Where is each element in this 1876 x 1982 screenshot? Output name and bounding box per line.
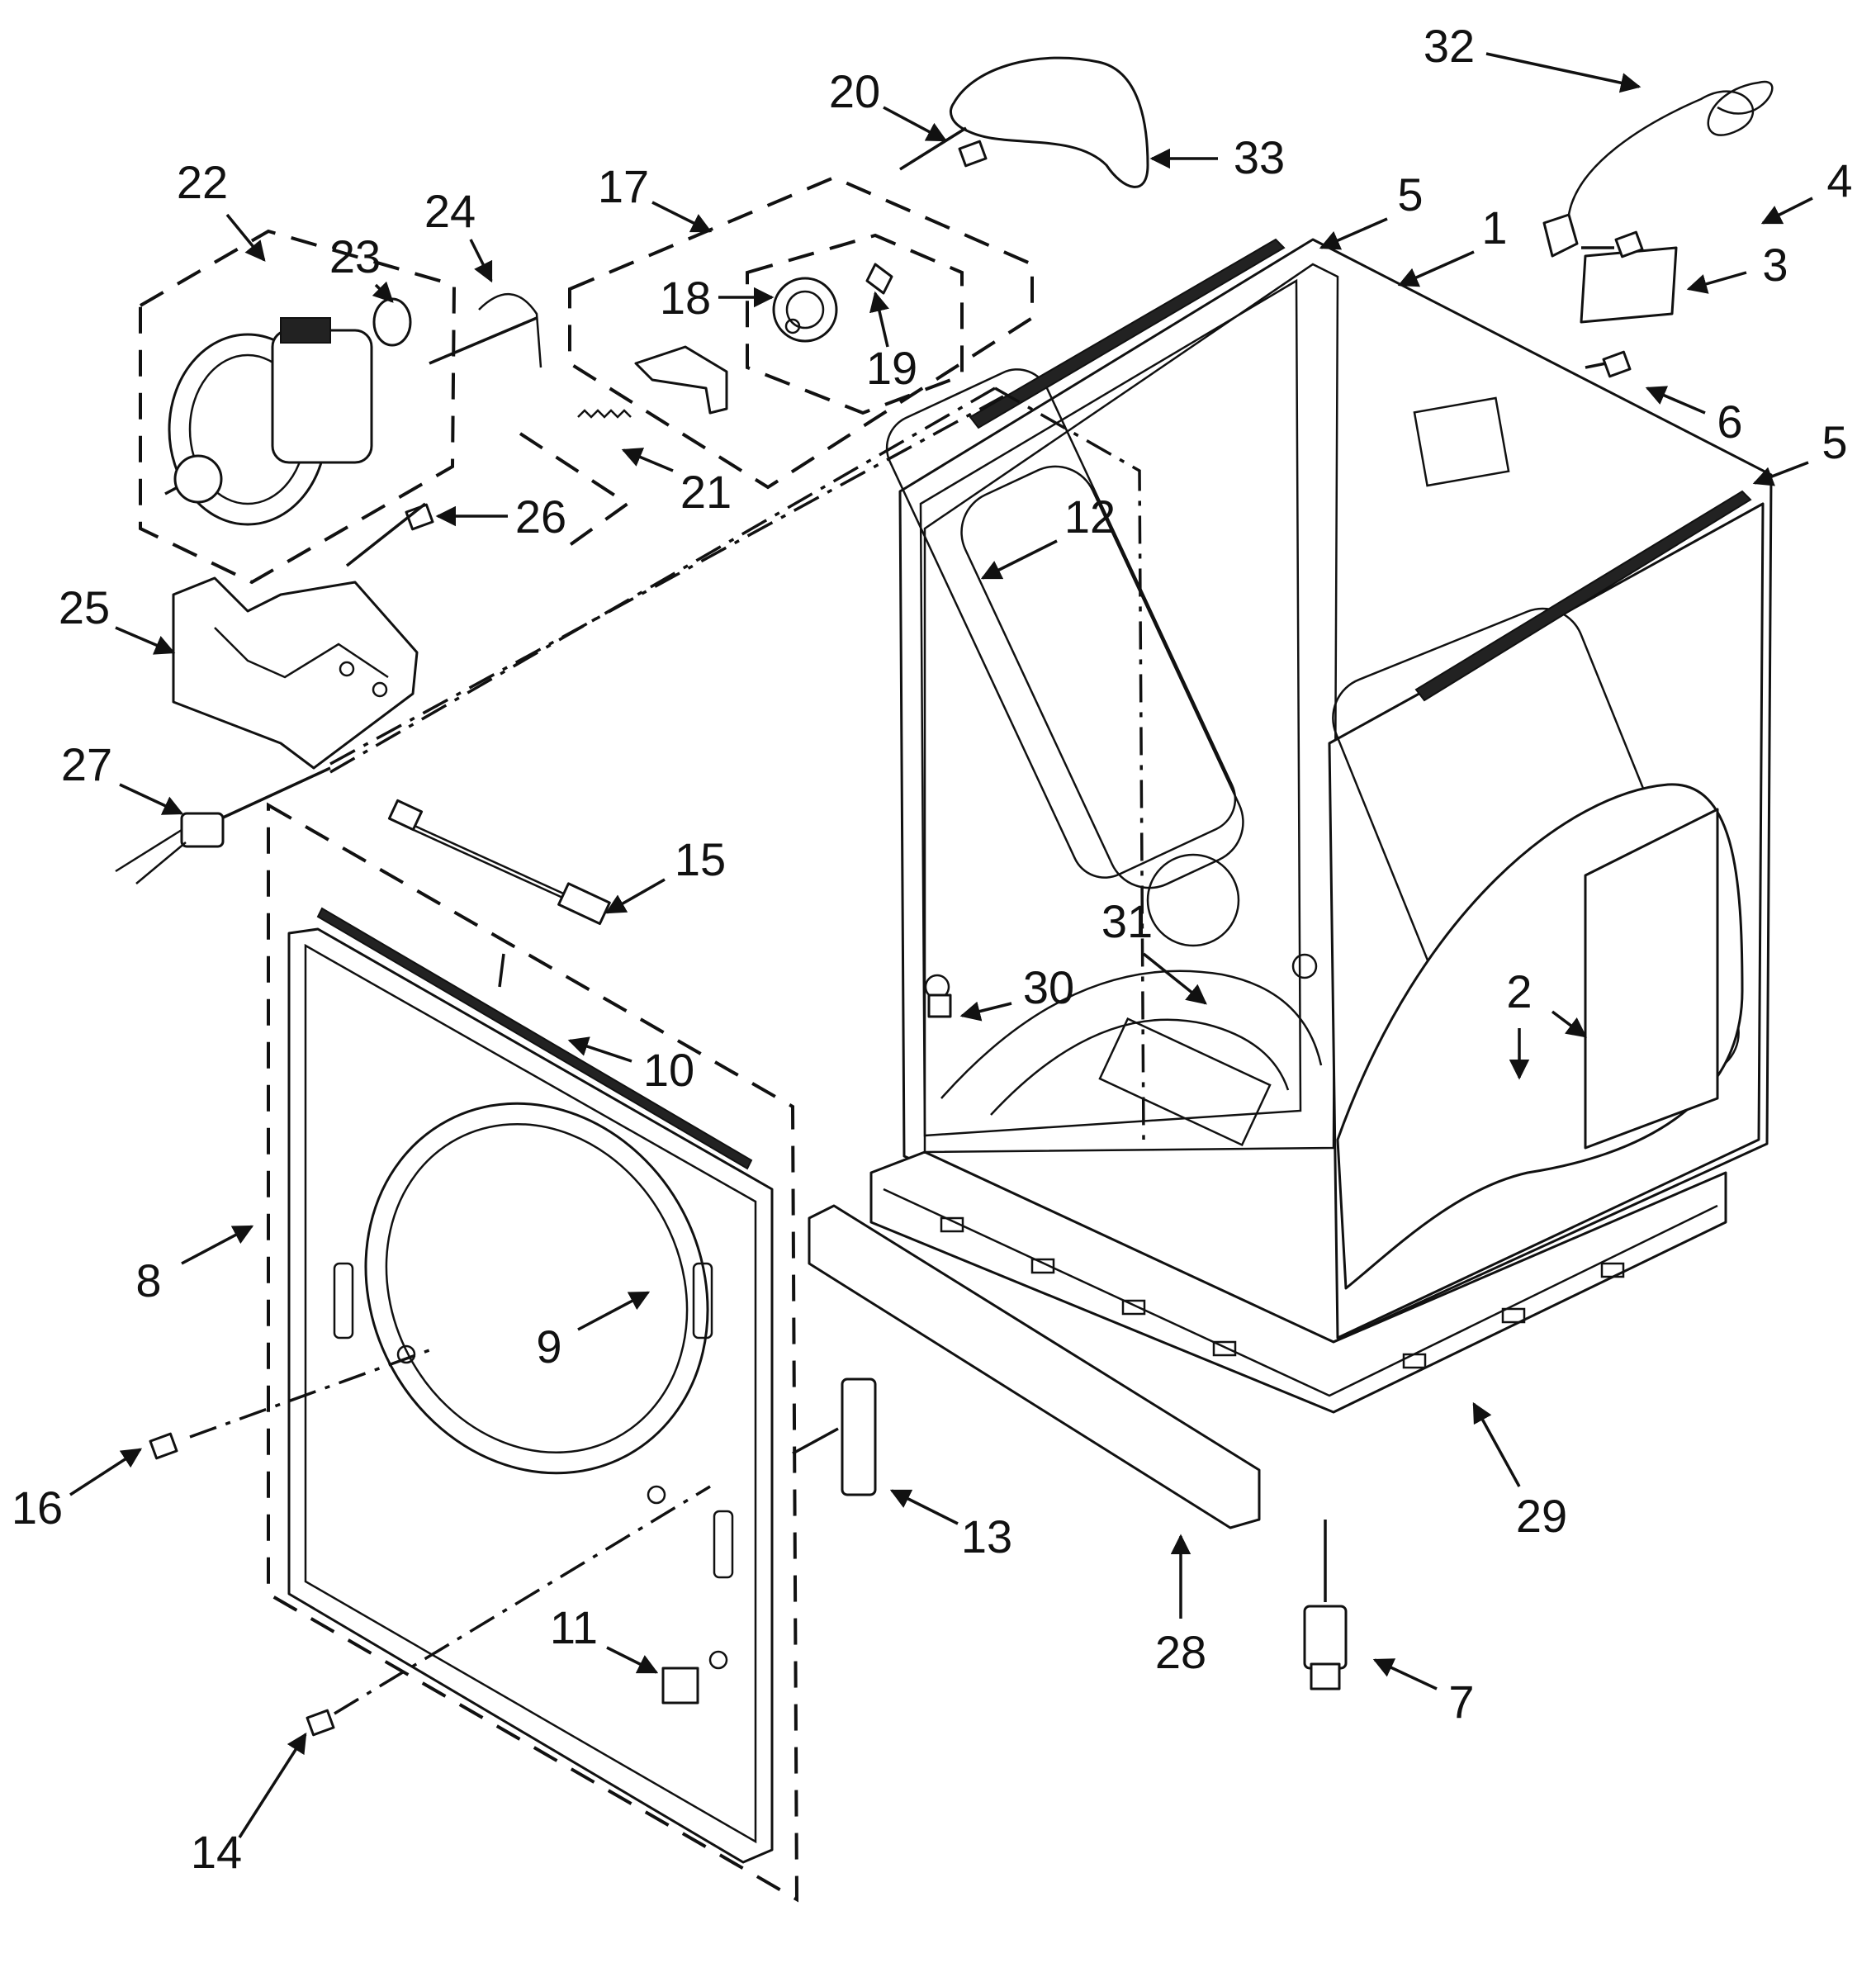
callout-7: 7 [1448,1676,1474,1728]
callout-14: 14 [191,1826,242,1878]
callout-4: 4 [1826,154,1852,206]
callout-9: 9 [536,1321,561,1373]
thermistor [115,812,225,884]
callout-29: 29 [1516,1490,1567,1542]
terminal-block-cover [1580,246,1678,324]
callout-30: 30 [1023,961,1074,1013]
callout-19: 19 [866,342,917,394]
callout-21: 21 [680,466,732,518]
motor-pulley [372,297,412,347]
callout-13: 13 [961,1510,1012,1562]
idler-spring [577,409,632,419]
callout-15: 15 [675,833,726,885]
callout-28: 28 [1155,1626,1206,1678]
base [869,1150,1727,1414]
drive-motor [139,229,542,585]
callout-12: 12 [1064,491,1116,543]
toe-panel [808,1204,1261,1529]
callout-20: 20 [829,65,880,117]
plug-button [661,1667,699,1705]
callout-31: 31 [1101,895,1153,947]
callout-5b: 5 [1822,416,1847,468]
front-panel [267,802,799,1903]
callouts: 1 2 3 4 5 5 6 7 8 9 10 11 12 13 14 15 16… [12,20,1853,1878]
motor-mount [172,576,419,770]
idler-assembly [519,175,1034,547]
idler-bracket [634,345,728,415]
front-panel-top-strip [316,907,753,1170]
callout-18: 18 [660,272,711,324]
callout-8: 8 [135,1254,161,1306]
callout-11: 11 [550,1601,598,1653]
wire-harness [387,799,611,926]
assembly-lines [189,126,1614,1715]
callout-16: 16 [12,1482,63,1534]
screws [149,140,1644,1737]
callout-25: 25 [59,581,110,633]
callout-22: 22 [177,156,228,208]
callout-27: 27 [61,738,112,790]
power-cord [1542,80,1774,258]
leveling-leg [1303,1520,1348,1690]
top-rail-right [1414,490,1752,702]
callout-5a: 5 [1397,168,1423,220]
callout-10: 10 [643,1044,694,1096]
callout-24: 24 [424,185,476,237]
callout-17: 17 [598,160,649,212]
callout-3: 3 [1762,239,1788,291]
motor-clamp [478,293,542,368]
cabinet [885,238,1773,1344]
callout-1: 1 [1481,202,1507,254]
callout-6: 6 [1717,396,1742,448]
top-rail-left [969,238,1286,429]
door-switch [841,1377,877,1496]
drive-belt [950,56,1149,188]
callout-2a: 2 [1506,965,1532,1017]
callout-26: 26 [515,491,566,543]
callout-23: 23 [329,230,381,282]
callout-33: 33 [1234,131,1285,183]
callout-32: 32 [1424,20,1475,72]
